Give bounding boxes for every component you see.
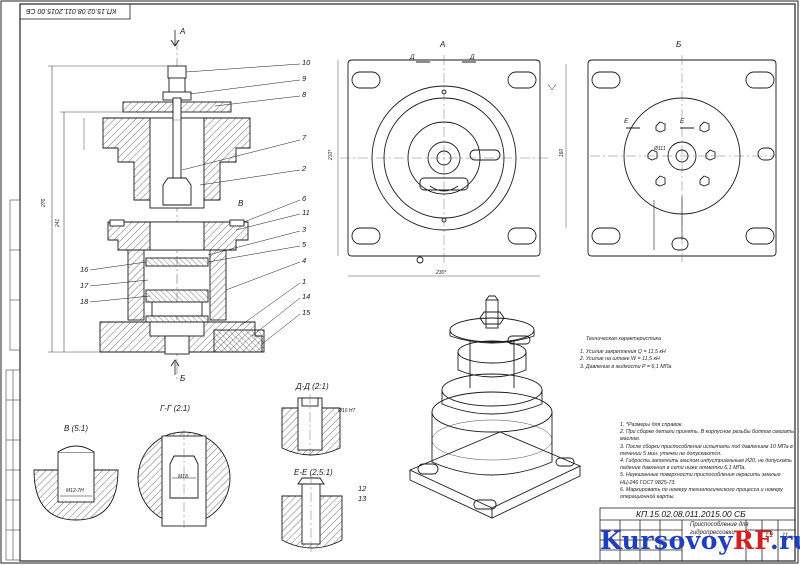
tech-item-3: 3. Давление в жидкости P = 6,1 МПа — [580, 363, 672, 370]
detail-g — [137, 430, 231, 528]
title-block — [599, 507, 796, 562]
section-b-bottom-mark: Б — [180, 374, 186, 383]
technical-notes: 1. *Размеры для справок. 2. При сборке д… — [620, 422, 794, 501]
callout-5: 5 — [302, 240, 307, 249]
drawing-code-top: КП.15.02.08.011.2015.00 СБ — [26, 7, 117, 14]
view-b-plan — [587, 55, 777, 262]
note-2: 2. При сборке детали принять. В корпусно… — [620, 429, 794, 443]
callout-2: 2 — [302, 164, 307, 173]
stamp-title-2: гидропрессовки — [690, 530, 735, 536]
stamp-title-1: Приспособление для — [690, 522, 749, 528]
dim-g: М18 — [178, 474, 188, 480]
callout-16: 16 — [80, 265, 89, 274]
tech-item-2: 2. Усилие на штоке W = 11,5 кН — [580, 356, 660, 363]
callout-13: 13 — [358, 494, 367, 503]
dim-inner-height: 241 — [55, 218, 62, 228]
main-section-view — [48, 30, 301, 380]
note-1: 1. *Размеры для справок. — [620, 422, 683, 428]
dim-d: Ø10 H7 — [338, 408, 356, 414]
note-4: 4. Гидрость заполнить маслом индустриаль… — [620, 458, 792, 472]
detail-g-title: Г-Г (2:1) — [160, 404, 191, 413]
callout-10: 10 — [302, 58, 311, 67]
watermark-logo: KursovoyRF.ru — [600, 526, 800, 555]
callout-8: 8 — [302, 90, 307, 99]
callout-1: 1 — [302, 277, 307, 286]
note-5: 5. Неуказанные поверхности приспособлени… — [620, 472, 781, 486]
detail-d — [281, 394, 341, 456]
bolt-hex-ring — [647, 121, 716, 187]
stamp-sheets: 11 — [782, 533, 789, 539]
dim-a-width: 230* — [436, 270, 447, 276]
dim-v: М12-7H — [66, 488, 84, 494]
top-code-box — [19, 3, 131, 20]
view-e-mark: Е — [624, 118, 629, 125]
detail-v-title: В (5:1) — [64, 424, 89, 433]
watermark-accent: RF — [733, 526, 771, 555]
tech-characteristics: Техническая характеристика 1. Усилие зак… — [580, 336, 760, 371]
callout-7: 7 — [302, 133, 307, 142]
view-d-mark-2: Д — [470, 54, 475, 61]
tech-item-1: 1. Усилие закрепления Q = 11,5 кН — [580, 349, 666, 356]
dim-overall-height: 276 — [41, 198, 48, 208]
left-margin-stamp — [5, 199, 21, 561]
callout-4: 4 — [302, 256, 307, 265]
view-e-mark-2: Е — [680, 118, 685, 125]
stamp-drawing-code: КП.15.02.08.011.2015.00 СБ — [636, 509, 746, 519]
dim-b-dia: Ø111 — [654, 146, 666, 152]
watermark-main: Kursovoy — [600, 526, 734, 555]
callout-18: 18 — [80, 297, 89, 306]
view-a-label: А — [440, 40, 446, 49]
callout-14: 14 — [302, 292, 311, 301]
detail-e — [281, 474, 343, 552]
callout-6: 6 — [302, 194, 307, 203]
detail-v — [33, 445, 119, 521]
note-6: 6. Маркировать по номеру технологическог… — [620, 486, 783, 501]
callout-11: 11 — [302, 208, 310, 217]
watermark-tail: .ru — [770, 526, 800, 555]
isometric-view — [408, 295, 582, 519]
callout-15: 15 — [302, 308, 311, 317]
view-d-mark: Д — [410, 54, 415, 61]
section-v-callout: В — [238, 199, 244, 208]
view-a-plan — [337, 55, 567, 277]
callout-17: 17 — [80, 281, 89, 290]
detail-e-title: Е-Е (2,5:1) — [294, 468, 333, 477]
callout-3: 3 — [302, 225, 307, 234]
dim-a-height: 210* — [328, 149, 335, 161]
stamp-scale: 1:2 — [765, 533, 774, 539]
dim-a-depth: 160 — [559, 148, 566, 158]
callout-12: 12 — [358, 484, 367, 493]
tech-title: Техническая характеристика — [586, 336, 661, 342]
note-3: 3. После сборки приспособление испытать … — [620, 443, 793, 457]
callout-9: 9 — [302, 74, 307, 83]
section-a-top-mark: А — [180, 27, 186, 36]
detail-d-title: Д-Д (2:1) — [296, 382, 329, 391]
view-b-label: Б — [676, 40, 682, 49]
